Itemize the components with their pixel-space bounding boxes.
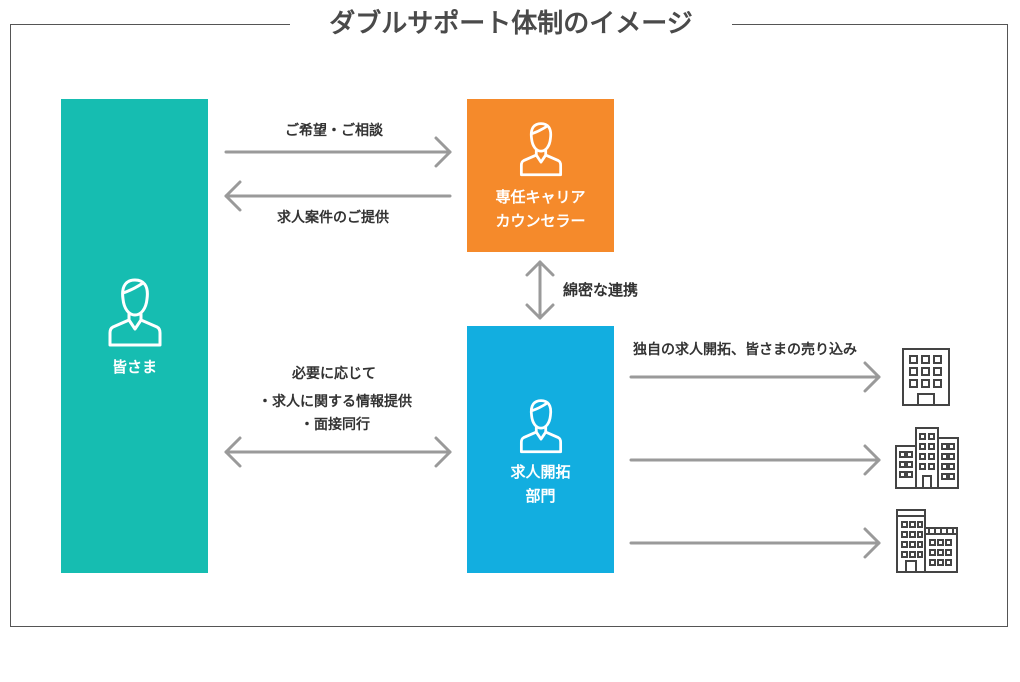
sales-label-line1: 求人開拓 xyxy=(510,463,571,481)
counselor-box: 専任キャリア カウンセラー xyxy=(467,99,614,252)
office-building-icon xyxy=(902,348,950,406)
customer-box: 皆さま xyxy=(61,99,208,573)
office-tower-icon xyxy=(896,509,958,573)
label-from-counselor: 求人案件のご提供 xyxy=(277,210,389,226)
label-link: 綿密な連携 xyxy=(563,281,639,299)
label-support-line1: 必要に応じて xyxy=(292,366,376,382)
sales-box: 求人開拓 部門 xyxy=(467,326,614,573)
counselor-person-icon xyxy=(519,122,563,177)
customer-label: 皆さま xyxy=(111,358,157,376)
arrow-from-counselor xyxy=(224,180,452,212)
sales-label-line2: 部門 xyxy=(525,487,556,505)
arrow-outreach-1 xyxy=(629,361,881,393)
arrow-link-vertical xyxy=(525,260,555,320)
customer-person-icon xyxy=(108,278,162,347)
arrow-to-counselor xyxy=(224,136,452,168)
sales-person-icon xyxy=(519,399,563,454)
counselor-label-line1: 専任キャリア xyxy=(495,188,586,206)
office-complex-icon xyxy=(895,427,959,489)
counselor-label-line2: カウンセラー xyxy=(495,212,586,230)
label-support-line3: ・面接同行 xyxy=(300,417,370,433)
arrow-outreach-3 xyxy=(629,527,881,559)
label-to-counselor: ご希望・ご相談 xyxy=(285,123,383,139)
label-outreach: 独自の求人開拓、皆さまの売り込み xyxy=(633,342,857,358)
arrow-outreach-2 xyxy=(629,444,881,476)
label-support-line2: ・求人に関する情報提供 xyxy=(258,394,412,410)
diagram-title: ダブルサポート体制のイメージ xyxy=(290,6,732,42)
arrow-support-bidirectional xyxy=(224,436,452,468)
